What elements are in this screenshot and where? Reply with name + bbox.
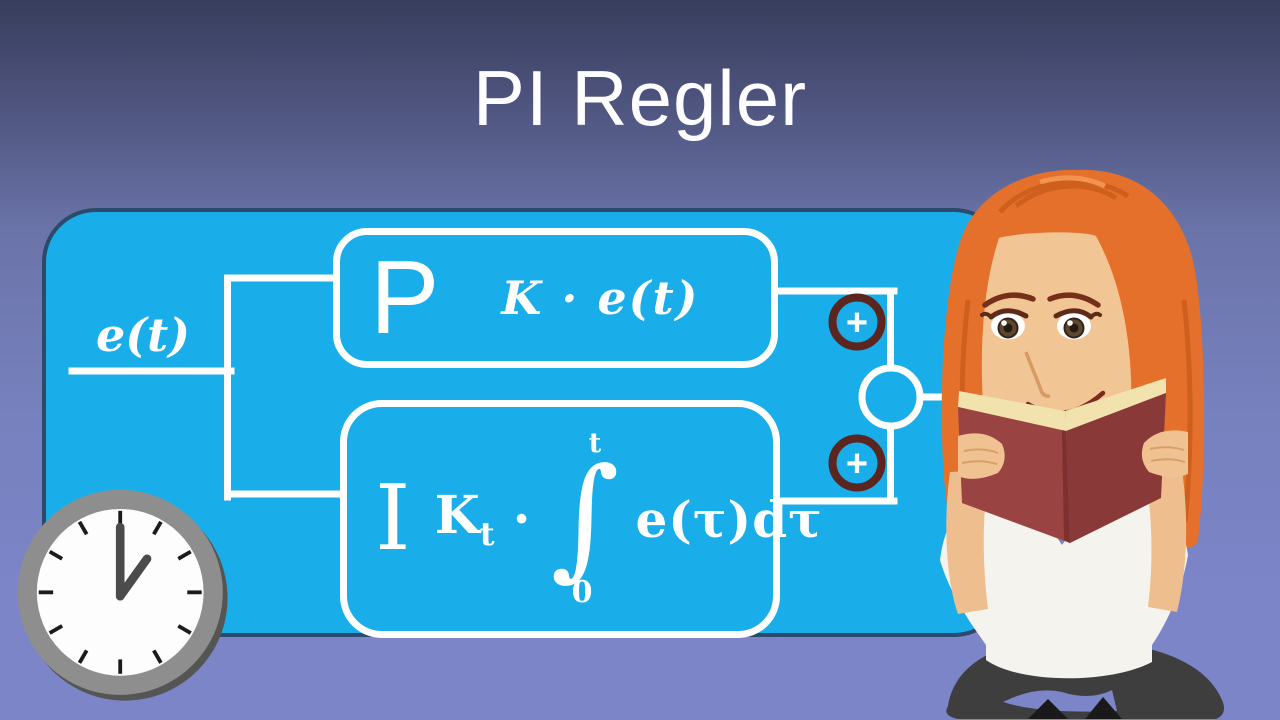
integral-lower-limit: 0	[571, 575, 593, 611]
coefficient-subscript: t	[479, 515, 495, 553]
book-spine-shadow	[1062, 430, 1070, 543]
input-signal-label: e(t)	[96, 308, 191, 362]
character-foot-right	[1085, 697, 1122, 719]
book-pages-right	[1065, 378, 1166, 431]
p-block: P K · e(t)	[333, 228, 778, 368]
p-block-letter: P	[370, 240, 440, 356]
coefficient-k: K	[434, 485, 480, 546]
i-block-coefficient: Kt	[435, 485, 495, 553]
plus-sign-top: +	[846, 302, 868, 344]
clock-illustration	[17, 489, 228, 701]
character-arms	[946, 468, 1187, 614]
multiplication-dot: ·	[512, 488, 531, 550]
clock-hands	[115, 522, 152, 601]
integrand: e(τ)dτ	[635, 489, 823, 549]
character-hands	[958, 430, 1188, 479]
character-hand-left	[958, 433, 1005, 479]
character-hand-right	[1141, 430, 1188, 478]
character-eyebrows	[982, 292, 1101, 308]
plus-badge-top	[828, 293, 886, 351]
character-face	[981, 232, 1132, 440]
character-nose	[1024, 351, 1051, 398]
character-foot-left	[1028, 699, 1068, 719]
plus-sign-bottom: +	[846, 443, 868, 485]
clock-ticks	[38, 510, 202, 674]
integral-upper-limit: t	[588, 427, 602, 459]
book-pages-left	[958, 391, 1066, 431]
page-title: PI Regler	[472, 54, 808, 142]
integral-group: t ∫ 0	[551, 430, 620, 608]
i-block-letter: I	[375, 466, 411, 571]
character-legs-gap	[1003, 690, 1117, 712]
p-block-formula: K · e(t)	[501, 271, 700, 325]
plus-badge-bottom	[828, 434, 886, 492]
reading-character-illustration	[940, 169, 1224, 719]
integral-sign: ∫	[550, 439, 620, 594]
sum-junction-circle	[858, 364, 924, 430]
signal-lines	[68, 274, 960, 505]
i-block: I Kt · t ∫ 0 e(τ)dτ	[340, 400, 822, 638]
character-arm-right	[1144, 468, 1187, 612]
book-cover-right	[1066, 393, 1166, 543]
character-hair-highlight	[1039, 175, 1107, 189]
clock-hour-hand	[115, 554, 152, 601]
character-eyes	[980, 308, 1102, 340]
